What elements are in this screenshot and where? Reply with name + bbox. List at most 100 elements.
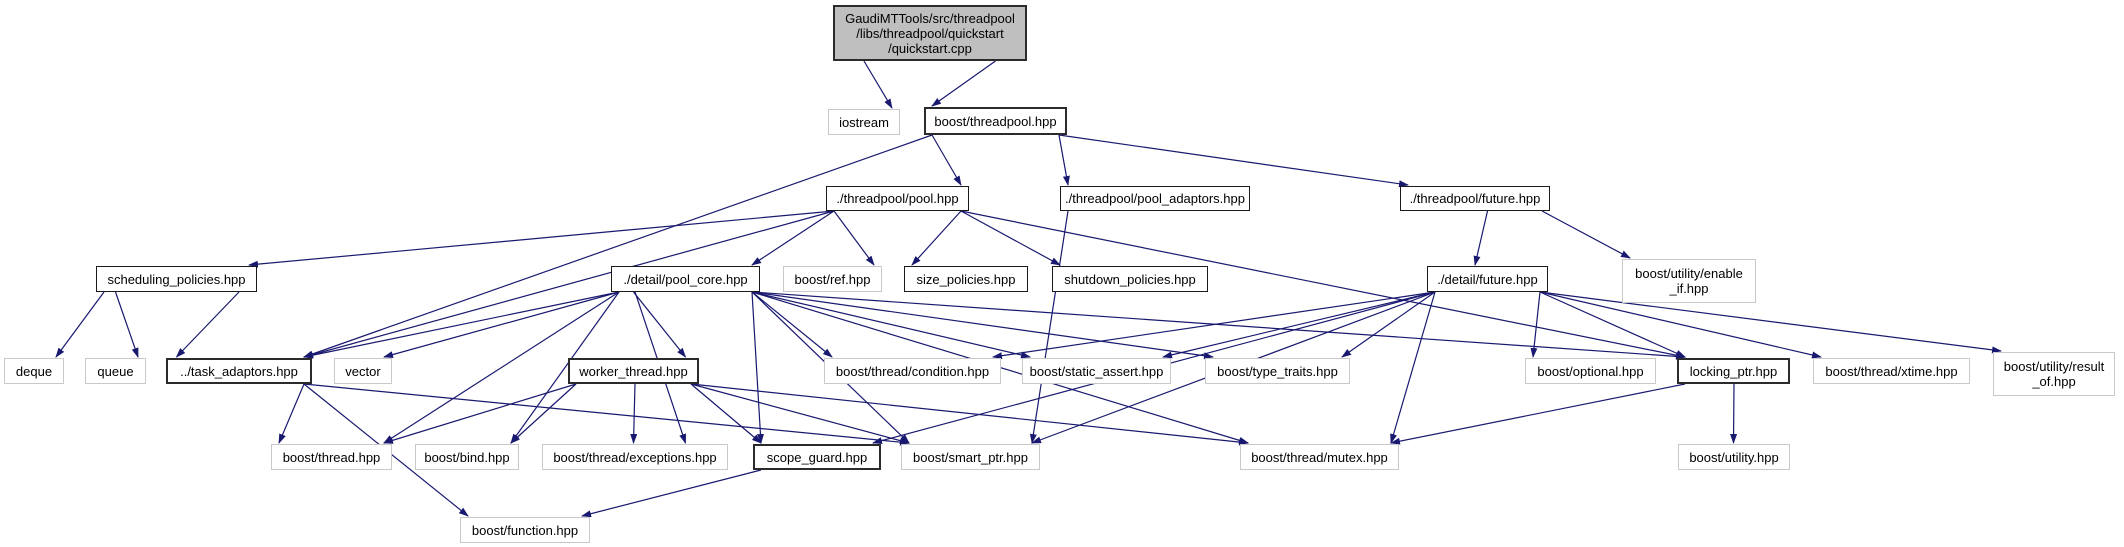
node-threadpool[interactable]: boost/threadpool.hpp <box>924 107 1067 135</box>
node-scope_guard[interactable]: scope_guard.hpp <box>753 444 881 470</box>
edge-detail_future-xtime <box>1539 291 1822 359</box>
edge-pool_core-worker <box>633 291 687 358</box>
node-result_of: boost/utility/result_of.hpp <box>1993 352 2115 396</box>
node-detail_future[interactable]: ./detail/future.hpp <box>1427 266 1548 292</box>
node-mutex: boost/thread/mutex.hpp <box>1240 444 1399 470</box>
edge-pool-scheduling <box>248 210 835 268</box>
edge-detail_future-static_assert <box>1162 291 1436 359</box>
edge-pool-ref <box>833 210 875 266</box>
node-deque: deque <box>4 358 64 384</box>
edge-detail_future-locking_ptr <box>1539 291 1686 358</box>
node-iostream: iostream <box>828 109 900 135</box>
edge-detail_future-result_of <box>1539 291 2002 354</box>
node-locking_ptr[interactable]: locking_ptr.hpp <box>1677 358 1790 384</box>
node-pool-label: ./threadpool/pool.hpp <box>836 191 959 206</box>
edge-quickstart-iostream <box>863 60 893 109</box>
node-static_assert: boost/static_assert.hpp <box>1022 358 1171 384</box>
edge-detail_future-optional <box>1530 291 1541 358</box>
edge-quickstart-threadpool <box>931 60 996 107</box>
node-exceptions-label: boost/thread/exceptions.hpp <box>553 449 717 465</box>
edge-scheduling-task_adaptors <box>175 291 240 358</box>
node-quickstart-label: /libs/threadpool/quickstart <box>856 25 1004 41</box>
node-task_adaptors[interactable]: ../task_adaptors.hpp <box>166 358 312 384</box>
node-scheduling-label: scheduling_policies.hpp <box>107 271 246 287</box>
edge-pool_core-static_assert <box>751 291 1031 359</box>
node-queue-label: queue <box>97 363 134 379</box>
node-quickstart: GaudiMTTools/src/threadpool/libs/threadp… <box>833 5 1027 61</box>
edge-locking_ptr-mutex <box>1390 383 1686 445</box>
edge-pool-pool_core <box>751 210 835 266</box>
node-result_of-label: _of.hpp <box>2032 374 2076 389</box>
edge-locking_ptr-utility <box>1730 383 1738 444</box>
edge-worker-smart_ptr <box>690 383 910 445</box>
node-pool_adaptors[interactable]: ./threadpool/pool_adaptors.hpp <box>1060 186 1250 211</box>
edge-future-detail_future <box>1473 210 1489 266</box>
edge-detail_future-mutex <box>1390 291 1436 444</box>
edge-threadpool-pool_adaptors <box>1058 134 1070 186</box>
node-quickstart-label: GaudiMTTools/src/threadpool <box>845 10 1015 26</box>
node-pool_core[interactable]: ./detail/pool_core.hpp <box>611 266 760 292</box>
node-scope_guard-label: scope_guard.hpp <box>766 449 868 465</box>
edge-pool-shutdown <box>960 210 1061 266</box>
node-optional-label: boost/optional.hpp <box>1537 363 1644 379</box>
edge-pool_core-vector <box>383 291 620 358</box>
node-scheduling[interactable]: scheduling_policies.hpp <box>96 266 257 292</box>
node-future[interactable]: ./threadpool/future.hpp <box>1400 186 1550 211</box>
edge-worker-exceptions <box>630 383 638 444</box>
node-mutex-label: boost/thread/mutex.hpp <box>1251 449 1388 465</box>
node-exceptions: boost/thread/exceptions.hpp <box>542 444 728 470</box>
node-bind-label: boost/bind.hpp <box>424 449 510 465</box>
node-thread-label: boost/thread.hpp <box>282 449 381 465</box>
node-type_traits: boost/type_traits.hpp <box>1205 358 1350 384</box>
edge-worker-bind <box>510 383 577 444</box>
node-utility: boost/utility.hpp <box>1678 444 1790 470</box>
node-pool[interactable]: ./threadpool/pool.hpp <box>826 186 969 211</box>
node-thread: boost/thread.hpp <box>271 444 392 470</box>
node-static_assert-label: boost/static_assert.hpp <box>1029 363 1164 379</box>
edge-threadpool-future <box>1058 134 1409 188</box>
node-threadpool-label: boost/threadpool.hpp <box>934 113 1057 129</box>
node-iostream-label: iostream <box>839 114 889 130</box>
edge-threadpool-pool <box>931 134 962 186</box>
node-function: boost/function.hpp <box>460 517 590 543</box>
edge-pool_core-scope_guard <box>751 291 764 444</box>
node-xtime-label: boost/thread/xtime.hpp <box>1825 363 1958 379</box>
edge-pool_adaptors-smart_ptr <box>1029 210 1069 444</box>
node-smart_ptr-label: boost/smart_ptr.hpp <box>913 449 1028 465</box>
node-queue: queue <box>85 358 146 384</box>
node-quickstart-label: /quickstart.cpp <box>888 40 972 56</box>
node-condition-label: boost/thread/condition.hpp <box>835 363 990 379</box>
edge-worker-mutex <box>690 383 1249 446</box>
node-vector: vector <box>334 358 392 384</box>
node-worker-label: worker_thread.hpp <box>579 363 688 379</box>
edge-task_adaptors-smart_ptr <box>303 383 910 446</box>
edge-threadpool-task_adaptors <box>303 134 933 358</box>
node-type_traits-label: boost/type_traits.hpp <box>1217 363 1338 379</box>
node-future-label: ./threadpool/future.hpp <box>1409 191 1541 206</box>
edge-pool-locking_ptr <box>960 210 1686 359</box>
node-worker[interactable]: worker_thread.hpp <box>568 358 699 384</box>
node-optional: boost/optional.hpp <box>1525 358 1656 384</box>
edge-task_adaptors-thread <box>278 383 305 444</box>
node-enable_if-label: _if.hpp <box>1669 281 1709 296</box>
node-size_policies[interactable]: size_policies.hpp <box>904 266 1028 292</box>
edge-detail_future-type_traits <box>1341 291 1436 358</box>
node-ref-label: boost/ref.hpp <box>794 271 871 287</box>
edge-future-enable_if <box>1541 210 1631 259</box>
node-ref: boost/ref.hpp <box>783 266 882 292</box>
node-deque-label: deque <box>15 363 53 379</box>
node-utility-label: boost/utility.hpp <box>1689 449 1779 465</box>
edge-pool_core-condition <box>751 291 833 358</box>
edge-pool-task_adaptors <box>303 210 835 358</box>
edge-pool_core-thread <box>383 291 620 444</box>
node-smart_ptr: boost/smart_ptr.hpp <box>901 444 1040 470</box>
node-task_adaptors-label: ../task_adaptors.hpp <box>180 363 298 379</box>
node-size_policies-label: size_policies.hpp <box>916 271 1016 287</box>
edge-pool-size_policies <box>911 210 962 266</box>
edge-detail_future-condition <box>992 291 1436 360</box>
node-shutdown[interactable]: shutdown_policies.hpp <box>1052 266 1208 292</box>
node-result_of-label: boost/utility/result <box>2003 359 2105 374</box>
node-enable_if: boost/utility/enable_if.hpp <box>1622 259 1756 303</box>
node-locking_ptr-label: locking_ptr.hpp <box>1689 363 1778 379</box>
